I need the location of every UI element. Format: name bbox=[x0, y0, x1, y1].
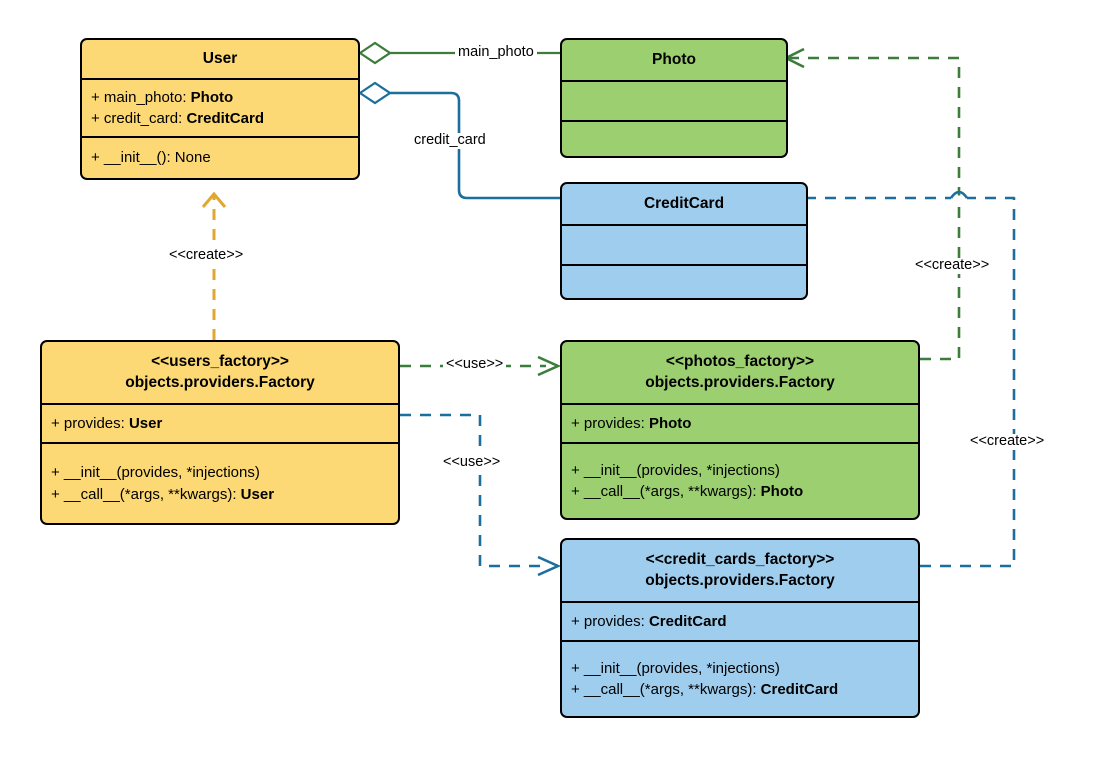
class-title-compartment-credit-cards-factory: <<credit_cards_factory>> objects.provide… bbox=[562, 540, 918, 601]
class-name-photos-factory: objects.providers.Factory bbox=[645, 373, 835, 391]
class-title-compartment-photos-factory: <<photos_factory>> objects.providers.Fac… bbox=[562, 342, 918, 403]
class-box-credit-cards-factory[interactable]: <<credit_cards_factory>> objects.provide… bbox=[560, 538, 920, 718]
class-title-compartment-photo: Photo bbox=[562, 40, 786, 80]
method-row: + __init__(provides, *injections) bbox=[571, 659, 780, 677]
class-title-compartment-credit-card: CreditCard bbox=[562, 184, 806, 224]
class-methods-compartment-users-factory: + __init__(provides, *injections) + __ca… bbox=[42, 442, 398, 523]
edge-label-create-credit-card: <<create>> bbox=[967, 433, 1048, 450]
edge-label-use-credit-cards: <<use>> bbox=[440, 454, 504, 471]
aggregation-diamond-credit-card bbox=[358, 81, 392, 105]
class-methods-compartment-credit-card bbox=[562, 264, 806, 298]
aggregation-diamond-main-photo bbox=[358, 41, 392, 65]
edge-label-create-user: <<create>> bbox=[166, 247, 247, 264]
method-row: + __init__(): None bbox=[91, 149, 211, 167]
class-attributes-compartment-users-factory: + provides: User bbox=[42, 403, 398, 442]
arrowhead-use-credit-cards bbox=[537, 555, 562, 577]
attribute-row: + provides: Photo bbox=[571, 414, 692, 432]
class-box-credit-card[interactable]: CreditCard bbox=[560, 182, 808, 300]
class-box-users-factory[interactable]: <<users_factory>> objects.providers.Fact… bbox=[40, 340, 400, 525]
class-name-users-factory: objects.providers.Factory bbox=[125, 373, 315, 391]
class-box-photos-factory[interactable]: <<photos_factory>> objects.providers.Fac… bbox=[560, 340, 920, 520]
edge-label-use-photos: <<use>> bbox=[443, 356, 507, 373]
class-attributes-compartment-credit-card bbox=[562, 224, 806, 264]
attribute-row: + main_photo: Photo bbox=[91, 88, 234, 106]
edge-create-photo bbox=[783, 47, 969, 361]
edge-create-user bbox=[201, 191, 227, 340]
class-attributes-compartment-credit-cards-factory: + provides: CreditCard bbox=[562, 601, 918, 640]
method-row: + __call__(*args, **kwargs): User bbox=[51, 485, 275, 503]
class-stereotype-credit-cards-factory: <<credit_cards_factory>> bbox=[645, 551, 835, 569]
class-methods-compartment-user: + __init__(): None bbox=[82, 136, 358, 178]
arrowhead-use-photos bbox=[537, 355, 562, 377]
class-methods-compartment-photo bbox=[562, 120, 786, 156]
edge-line-create-photo bbox=[786, 56, 961, 361]
arrowhead-create-photo bbox=[783, 47, 805, 69]
arrowhead-create-user bbox=[201, 191, 227, 208]
edge-label-main-photo: main_photo bbox=[455, 44, 537, 61]
class-title-compartment-users-factory: <<users_factory>> objects.providers.Fact… bbox=[42, 342, 398, 403]
class-name-user: User bbox=[202, 49, 238, 67]
class-name-credit-cards-factory: objects.providers.Factory bbox=[645, 571, 835, 589]
line-hop-arc bbox=[949, 190, 969, 199]
edge-use-credit-cards-factory bbox=[400, 413, 562, 577]
attribute-row: + provides: User bbox=[51, 414, 163, 432]
method-row: + __init__(provides, *injections) bbox=[51, 464, 260, 482]
method-row: + __call__(*args, **kwargs): Photo bbox=[571, 483, 804, 500]
edge-label-create-photo: <<create>> bbox=[912, 257, 993, 274]
class-stereotype-photos-factory: <<photos_factory>> bbox=[665, 353, 815, 371]
class-title-compartment-user: User bbox=[82, 40, 358, 78]
method-row: + __call__(*args, **kwargs): CreditCard bbox=[571, 681, 839, 698]
class-attributes-compartment-photos-factory: + provides: Photo bbox=[562, 403, 918, 442]
class-methods-compartment-photos-factory: + __init__(provides, *injections) + __ca… bbox=[562, 442, 918, 518]
edge-label-credit-card: credit_card bbox=[411, 132, 489, 149]
class-box-user[interactable]: User + main_photo: Photo + credit_card: … bbox=[80, 38, 360, 180]
class-name-credit-card: CreditCard bbox=[643, 194, 725, 212]
class-attributes-compartment-user: + main_photo: Photo + credit_card: Credi… bbox=[82, 78, 358, 136]
attribute-row: + provides: CreditCard bbox=[571, 612, 727, 630]
method-row: + __init__(provides, *injections) bbox=[571, 461, 780, 479]
attribute-row: + credit_card: CreditCard bbox=[91, 110, 264, 127]
class-attributes-compartment-photo bbox=[562, 80, 786, 120]
class-stereotype-users-factory: <<users_factory>> bbox=[151, 353, 289, 371]
class-box-photo[interactable]: Photo bbox=[560, 38, 788, 158]
class-methods-compartment-credit-cards-factory: + __init__(provides, *injections) + __ca… bbox=[562, 640, 918, 716]
class-name-photo: Photo bbox=[652, 50, 696, 68]
edge-line-use-credit-cards bbox=[400, 413, 546, 568]
